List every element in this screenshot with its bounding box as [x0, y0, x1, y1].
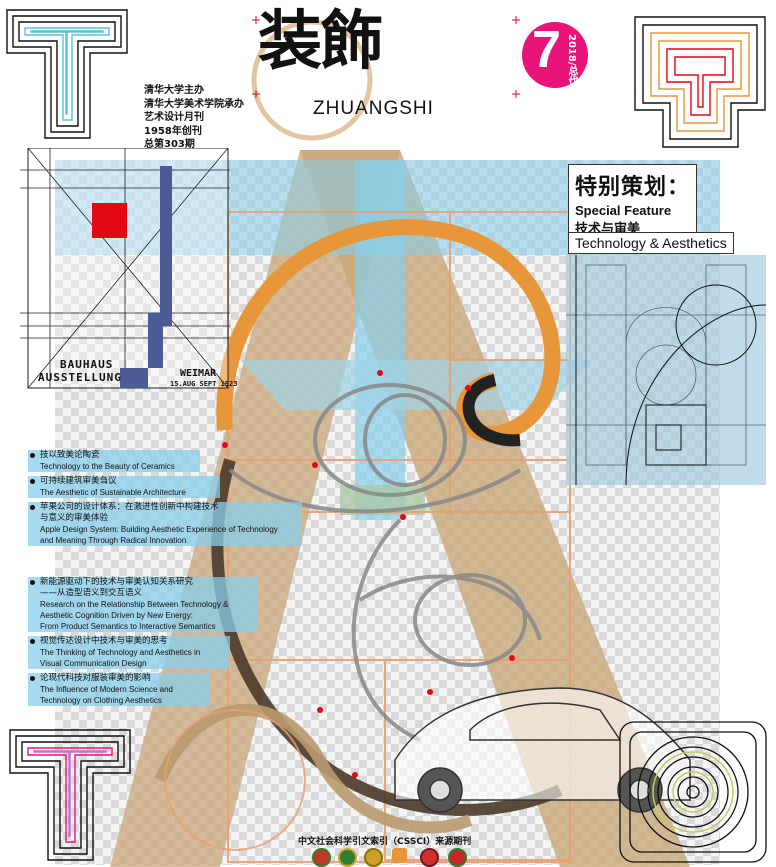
poster-ausstellung: AUSSTELLUNG — [38, 371, 122, 384]
toc-item[interactable]: 可持续建筑审美刍议 The Aesthetic of Sustainable A… — [28, 476, 220, 498]
toc-item[interactable]: 技以致美论陶瓷 Technology to the Beauty of Cera… — [28, 450, 200, 472]
publisher-line: 清华大学美术学院承办 — [144, 98, 244, 110]
award-seal-icon — [392, 848, 407, 863]
issue-number: 7 — [532, 21, 561, 79]
car-drawing — [394, 687, 691, 813]
special-feature-topic-en: Technology & Aesthetics — [568, 232, 734, 254]
bullet-icon — [30, 676, 35, 681]
publisher-line: 总第303期 — [144, 139, 195, 150]
poster-weimar: WEIMAR — [180, 368, 217, 379]
special-feature-box: 特别策划： Special Feature 技术与审美 — [568, 164, 698, 240]
special-feature-label-en: Special Feature — [575, 203, 672, 218]
issue-badge: 7 2018/总伐 — [522, 22, 588, 88]
blue-crossbar — [240, 360, 590, 410]
award-seal-icon — [338, 848, 357, 867]
award-seal-icon — [420, 848, 439, 867]
award-seal-icon — [364, 848, 383, 867]
issue-year: 2018/总伐 — [566, 34, 577, 86]
toc-item[interactable]: 视觉传达设计中技术与审美的思考 The Thinking of Technolo… — [28, 636, 230, 669]
masthead-title-cn: 装飾 — [258, 5, 384, 79]
publisher-info: 清华大学主办 清华大学美术学院承办 艺术设计月刊 1958年创刊 总第303期 — [144, 84, 244, 152]
toc-item[interactable]: 新能源驱动下的技术与审美认知关系研究 ——从造型语义到交互语义 Research… — [28, 577, 258, 632]
toc-top: 技以致美论陶瓷 Technology to the Beauty of Cera… — [28, 450, 302, 546]
award-seal-icon — [448, 848, 467, 867]
bullet-icon — [30, 639, 35, 644]
bullet-icon — [30, 453, 35, 458]
masthead-title-en: ZHUANGSHI — [313, 98, 434, 119]
publisher-line: 艺术设计月刊 — [144, 112, 204, 123]
cathedral-graphic — [566, 255, 766, 485]
corner-logo-top-right — [634, 16, 766, 148]
toc-item[interactable]: 苹果公司的设计体系：在激进性创新中构建技术 与意义的审美体验 Apple Des… — [28, 502, 302, 546]
corner-logo-bottom-left — [9, 729, 131, 861]
registration-marks — [252, 16, 520, 98]
corner-logo-top-left — [6, 9, 128, 139]
bullet-icon — [30, 479, 35, 484]
award-seal-icon — [312, 848, 331, 867]
special-feature-label-cn: 特别策划： — [575, 175, 691, 200]
publisher-line: 1958年创刊 — [144, 125, 202, 137]
poster-date: 15.AUG SEPT 1923 — [170, 380, 238, 388]
bullet-icon — [30, 580, 35, 585]
publisher-line: 清华大学主办 — [144, 85, 204, 96]
bullet-icon — [30, 505, 35, 510]
blue-column — [355, 160, 405, 520]
toc-bottom: 新能源驱动下的技术与审美认知关系研究 ——从造型语义到交互语义 Research… — [28, 577, 258, 706]
corner-logo-bottom-right — [619, 721, 767, 863]
cssci-index-text: 中文社会科学引文索引（CSSCI）来源期刊 — [298, 837, 472, 847]
toc-item[interactable]: 论现代科技对服装审美的影响 The Influence of Modern Sc… — [28, 673, 210, 706]
poster-bauhaus: BAUHAUS — [60, 358, 114, 371]
bauhaus-poster-graphic — [20, 148, 230, 389]
